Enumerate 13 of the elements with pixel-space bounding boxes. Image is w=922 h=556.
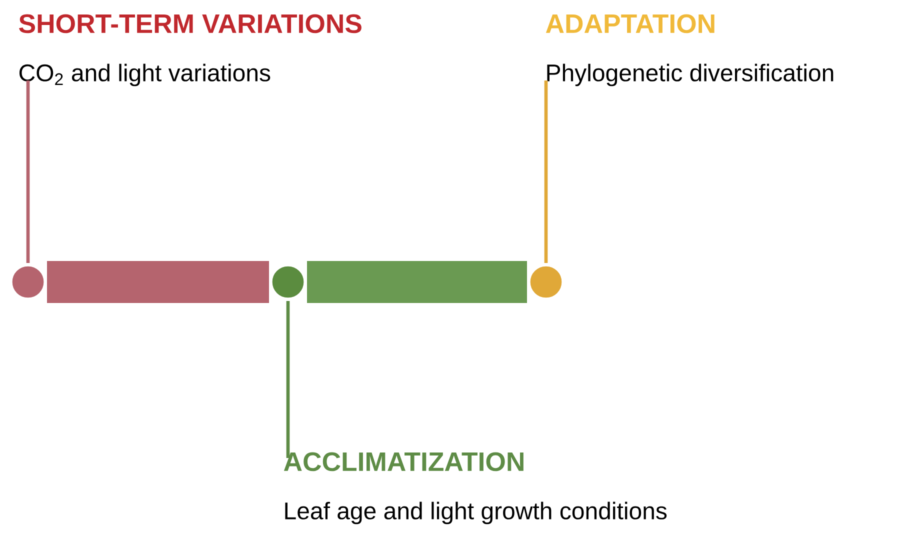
heading: ADAPTATION bbox=[546, 14, 714, 34]
leader-line bbox=[544, 80, 548, 263]
description: Leaf age and light growth conditions bbox=[285, 502, 667, 524]
description: CO$_{2}$ and light variations bbox=[20, 64, 270, 86]
leader-line bbox=[286, 301, 290, 458]
marker-circle bbox=[269, 263, 307, 301]
marker-circle bbox=[527, 263, 565, 301]
timeline-bar bbox=[47, 261, 269, 303]
description: Phylogenetic diversification bbox=[547, 64, 834, 86]
timeline-bar bbox=[307, 261, 527, 303]
leader-line bbox=[26, 80, 30, 263]
heading: ACCLIMATIZATION bbox=[284, 452, 524, 472]
heading: SHORT-TERM VARIATIONS bbox=[19, 14, 362, 34]
